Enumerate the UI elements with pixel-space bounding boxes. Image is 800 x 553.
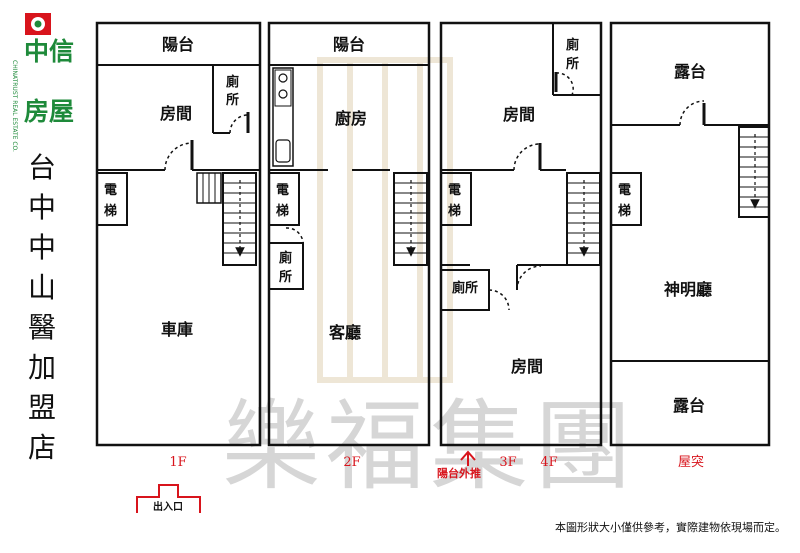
room-label-1f-balcony: 陽台 <box>162 35 194 54</box>
plan-2f-labels: 陽台 廚房 電 梯 廁 所 客廳 <box>276 35 367 342</box>
store-title: 台 中 中 山 醫 加 盟 店 <box>28 151 56 464</box>
entrance-arrow-icon <box>136 484 201 513</box>
floor-label-2f: 2F <box>343 455 360 470</box>
room-label-3f-toilet-mid: 廁所 <box>452 280 478 296</box>
brand-logo: CHINATRUST REAL ESTATE CO. 中信 房屋 <box>11 13 74 152</box>
disclaimer-text: 本圖形狀大小僅供參考，實際建物依現場而定。 <box>555 520 786 534</box>
plan-2f-outline <box>267 21 431 447</box>
room-label-1f-elevator-char-1: 電 <box>104 183 117 198</box>
store-title-char: 台 <box>28 151 56 184</box>
floor-label-roof: 屋突 <box>678 454 704 470</box>
room-label-1f-bedroom: 房間 <box>160 104 192 123</box>
room-label-2f-living: 客廳 <box>329 323 361 342</box>
room-label-3f-elevator-char-1: 電 <box>448 183 461 198</box>
balcony-push-label: 陽台外推 <box>437 466 481 480</box>
plan-1f-labels: 陽台 房間 廁所 廁 所 電 梯 車庫 <box>104 35 239 339</box>
store-title-char: 店 <box>28 431 56 464</box>
plan-2f <box>267 21 431 447</box>
room-label-2f-toilet-char-2: 所 <box>279 269 292 285</box>
room-label-3f-toilet-top-char-1: 廁 <box>566 37 579 53</box>
arrow-up-icon <box>460 450 476 466</box>
store-title-char: 中 <box>28 191 56 224</box>
plan-3f-labels: 廁 所 房間 電 梯 廁所 房間 <box>448 37 579 376</box>
entrance-marker: 出入口 <box>136 484 201 513</box>
room-label-2f-toilet-char-1: 廁 <box>279 250 292 266</box>
plan-3f <box>439 21 603 447</box>
store-title-char: 山 <box>28 271 56 304</box>
floor-label-1f: 1F <box>169 455 186 470</box>
room-label-2f-elevator-char-1: 電 <box>276 183 289 198</box>
room-label-roof-elevator-char-1: 電 <box>618 183 631 198</box>
entrance-label: 出入口 <box>153 500 183 513</box>
room-label-3f-toilet-top-char-2: 所 <box>566 56 579 72</box>
room-label-3f-bedroom-top: 房間 <box>503 105 535 124</box>
room-label-2f-kitchen: 廚房 <box>335 109 367 128</box>
room-label-roof-elevator-char-2: 梯 <box>618 203 631 219</box>
building-watermark-icon <box>317 57 453 383</box>
room-label-1f-elevator-char-2: 梯 <box>104 203 117 219</box>
room-label-roof-terrace-bottom: 露台 <box>673 396 705 415</box>
room-label-3f-bedroom-bottom: 房間 <box>511 357 543 376</box>
room-label-roof-shrine: 神明廳 <box>664 280 712 299</box>
watermark-text: 樂福集團 <box>222 390 638 504</box>
store-title-char: 盟 <box>28 391 56 424</box>
room-label-1f-toilet-char-1: 廁 <box>226 74 239 90</box>
floor-label-4f: 4F <box>540 455 557 470</box>
room-label-roof-terrace-top: 露台 <box>674 62 706 81</box>
plan-roof-labels: 露台 電 梯 神明廳 露台 <box>618 62 712 415</box>
floor-label-3f: 3F <box>499 455 516 470</box>
plan-1f-outline <box>95 21 262 447</box>
plan-roof <box>609 21 771 447</box>
store-title-char: 醫 <box>28 311 56 344</box>
brand-english: CHINATRUST REAL ESTATE CO. <box>11 60 18 152</box>
brand-name-line2: 房屋 <box>24 97 74 126</box>
room-label-1f-toilet-char-2: 所 <box>226 92 239 108</box>
room-label-2f-elevator-char-2: 梯 <box>276 203 289 219</box>
room-label-2f-balcony: 陽台 <box>333 35 365 54</box>
plan-1f <box>95 21 262 447</box>
room-label-1f-garage: 車庫 <box>161 320 193 339</box>
brand-name-line1: 中信 <box>24 37 74 66</box>
store-title-char: 中 <box>28 231 56 264</box>
plan-roof-outline <box>609 21 771 447</box>
plan-3f-outline <box>439 21 603 447</box>
store-title-char: 加 <box>28 351 56 384</box>
room-label-3f-elevator-char-2: 梯 <box>448 203 461 219</box>
